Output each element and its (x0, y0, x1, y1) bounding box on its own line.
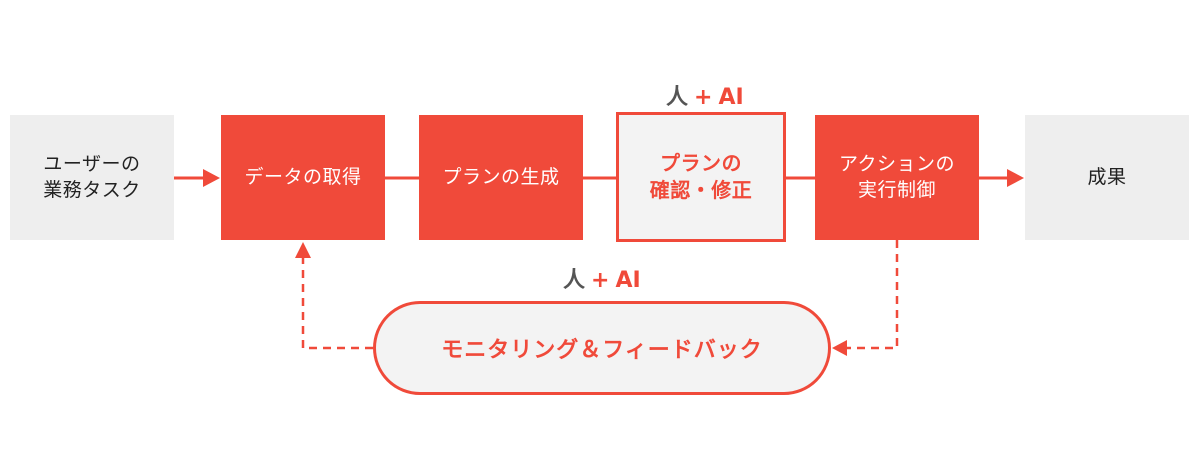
arrowhead-to-monitoring (832, 340, 847, 356)
step-outcome: 成果 (1025, 115, 1189, 240)
arrowhead-action-to-outcome (1007, 169, 1024, 187)
step-action-control: アクションの 実行制御 (815, 115, 979, 240)
dashed-action-to-monitoring (846, 240, 899, 350)
human-label: 人 (563, 268, 586, 293)
ai-label: AI (615, 268, 641, 293)
step-user-task: ユーザーの 業務タスク (10, 115, 174, 240)
step-plan-review: プランの 確認・修正 (616, 112, 786, 242)
arrowhead-to-data (295, 242, 311, 258)
plus-sign: + (694, 85, 713, 110)
step-plan-review-line1: プランの (660, 151, 742, 175)
monitoring-feedback-label: モニタリング＆フィードバック (441, 338, 763, 363)
ai-label: AI (718, 85, 744, 110)
step-user-task-line1: ユーザーの (43, 152, 141, 175)
step-plan-generation: プランの生成 (419, 115, 583, 240)
step-plan-review-line2: 確認・修正 (649, 178, 753, 202)
step-data-acquisition-label: データの取得 (244, 165, 362, 188)
monitoring-feedback-pill: モニタリング＆フィードバック (373, 301, 831, 395)
arrowhead-user-to-data (203, 169, 220, 187)
step-outcome-label: 成果 (1087, 165, 1127, 188)
plus-sign: + (591, 268, 610, 293)
step-action-control-line1: アクションの (838, 152, 956, 175)
human-ai-label-top: 人+AI (666, 79, 744, 111)
human-ai-label-bottom: 人+AI (563, 262, 641, 294)
step-data-acquisition: データの取得 (221, 115, 385, 240)
human-label: 人 (666, 85, 689, 110)
step-plan-generation-label: プランの生成 (442, 165, 560, 188)
step-user-task-line2: 業務タスク (43, 178, 141, 201)
dashed-monitoring-to-data (301, 258, 373, 350)
step-action-control-line2: 実行制御 (857, 178, 936, 201)
